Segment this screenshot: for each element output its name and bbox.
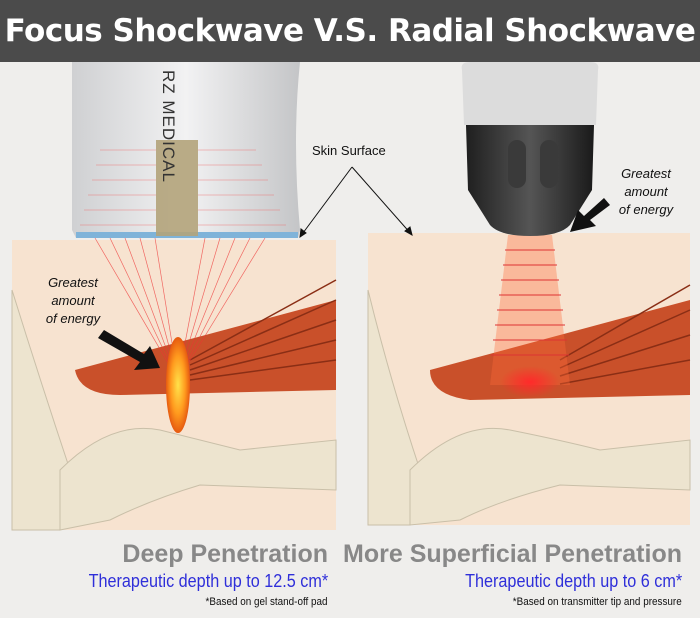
energy-line: Greatest: [48, 275, 98, 290]
left-depth: Therapeutic depth up to 12.5 cm*: [88, 571, 328, 591]
skin-surface-label: Skin Surface: [312, 143, 386, 158]
energy-line: of energy: [618, 202, 674, 217]
left-heading: Deep Penetration: [122, 540, 328, 568]
energy-zone: [500, 366, 560, 398]
right-heading: More Superficial Penetration: [343, 540, 682, 568]
left-energy-label: Greatest amount of energy: [38, 274, 108, 328]
energy-line: of energy: [45, 311, 101, 326]
skin-surface-pointers: [299, 166, 413, 239]
right-depth: Therapeutic depth up to 6 cm*: [464, 571, 682, 591]
arrow-icon-left: [98, 330, 160, 370]
arrow-icon-right: [570, 198, 610, 232]
radial-device-cap: [461, 62, 599, 125]
lower-bone-left: [59, 427, 337, 531]
device-brand: RZ MEDICAL: [159, 70, 178, 183]
right-energy-label: Greatest amount of energy: [610, 165, 682, 219]
lower-bone-right: [409, 427, 691, 526]
right-note: *Based on transmitter tip and pressure: [513, 596, 682, 608]
focal-zone: [166, 337, 190, 433]
muscle-right: [430, 300, 690, 400]
energy-line: Greatest: [621, 166, 671, 181]
page-title: Focus Shockwave V.S. Radial Shockwave: [0, 0, 700, 62]
radial-panel: [367, 62, 691, 526]
illustration: RZ MEDICAL: [11, 62, 691, 531]
energy-line: amount: [624, 184, 668, 199]
muscle-left: [75, 300, 336, 395]
left-note: *Based on gel stand-off pad: [205, 596, 328, 608]
radial-device: [466, 125, 594, 236]
energy-line: amount: [51, 293, 95, 308]
focus-panel: RZ MEDICAL: [11, 62, 337, 531]
focus-beams: [94, 237, 266, 381]
